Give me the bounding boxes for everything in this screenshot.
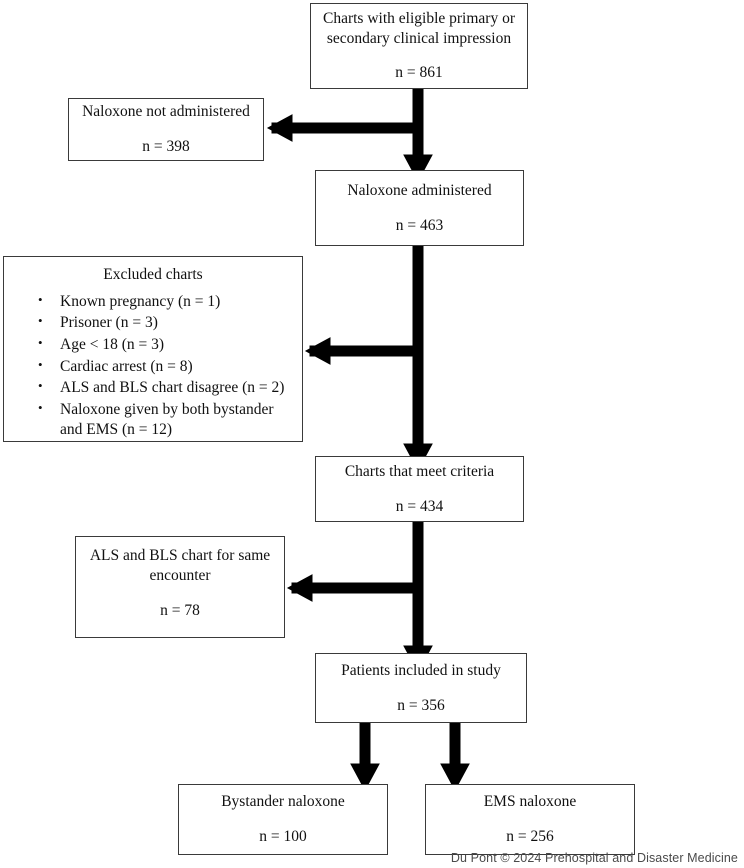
excluded-item-text: Known pregnancy (n = 1) <box>60 292 221 310</box>
node-same-encounter-line1: ALS and BLS chart for same <box>89 547 271 564</box>
node-included-count: n = 356 <box>397 696 445 714</box>
node-excluded-charts: Excluded charts Known pregnancy (n = 1) … <box>3 256 303 442</box>
node-administered-count: n = 463 <box>395 216 444 234</box>
node-administered-label: Naloxone administered <box>347 181 492 199</box>
excluded-item-text: Naloxone given by both bystander <box>60 400 274 418</box>
node-naloxone-not-administered: Naloxone not administered n = 398 <box>68 98 264 161</box>
connector-branch-left-1 <box>271 122 418 134</box>
node-ems-label: EMS naloxone <box>483 793 577 811</box>
excluded-item-text: ALS and BLS chart disagree (n = 2) <box>60 379 285 397</box>
node-patients-included: Patients included in study n = 356 <box>315 653 527 723</box>
node-eligible-count: n = 861 <box>395 64 443 82</box>
arrowhead-down-1 <box>403 154 433 183</box>
excluded-item-text: Cardiac arrest (n = 8) <box>60 357 193 375</box>
node-naloxone-administered: Naloxone administered n = 463 <box>315 170 524 246</box>
node-included-label: Patients included in study <box>341 661 501 679</box>
arrowhead-down-right <box>440 763 470 792</box>
node-bystander-count: n = 100 <box>259 828 307 845</box>
excluded-item: Known pregnancy (n = 1) <box>38 291 292 313</box>
excluded-charts-list: Known pregnancy (n = 1) Prisoner (n = 3)… <box>14 291 292 442</box>
copyright-footer: Du Pont © 2024 Prehospital and Disaster … <box>450 851 738 865</box>
node-same-encounter-count: n = 78 <box>160 601 200 619</box>
node-eligible-charts: Charts with eligible primary or secondar… <box>310 3 528 89</box>
node-eligible-line2: secondary clinical impression <box>326 29 512 47</box>
excluded-item-text-continued: and EMS (n = 12) <box>60 421 173 439</box>
excluded-item: Naloxone given by both bystander and EMS… <box>38 399 292 441</box>
node-charts-meet-criteria: Charts that meet criteria n = 434 <box>315 456 524 522</box>
arrowhead-down-left <box>350 763 380 792</box>
arrowhead-left-2 <box>304 337 331 365</box>
excluded-item-text: Age < 18 (n = 3) <box>60 336 165 354</box>
node-als-bls-same-encounter: ALS and BLS chart for same encounter n =… <box>75 536 285 638</box>
node-same-encounter-line2: encounter <box>149 566 211 584</box>
excluded-charts-title: Excluded charts <box>103 266 203 283</box>
node-bystander-naloxone: Bystander naloxone n = 100 <box>178 784 388 855</box>
excluded-item-text: Prisoner (n = 3) <box>60 314 158 332</box>
arrowhead-left-1 <box>266 114 293 142</box>
node-eligible-line1: Charts with eligible primary or <box>323 9 515 27</box>
excluded-item: Prisoner (n = 3) <box>38 312 292 334</box>
node-meet-criteria-count: n = 434 <box>395 497 444 515</box>
excluded-item: Cardiac arrest (n = 8) <box>38 356 292 378</box>
node-ems-naloxone: EMS naloxone n = 256 <box>425 784 635 855</box>
node-not-administered-label: Naloxone not administered <box>82 103 250 121</box>
node-meet-criteria-label: Charts that meet criteria <box>344 462 495 480</box>
arrowhead-left-3 <box>286 574 313 602</box>
excluded-item: ALS and BLS chart disagree (n = 2) <box>38 377 292 399</box>
node-not-administered-count: n = 398 <box>142 138 190 155</box>
excluded-item: Age < 18 (n = 3) <box>38 334 292 356</box>
node-bystander-label: Bystander naloxone <box>221 793 345 811</box>
node-ems-count: n = 256 <box>506 828 554 845</box>
